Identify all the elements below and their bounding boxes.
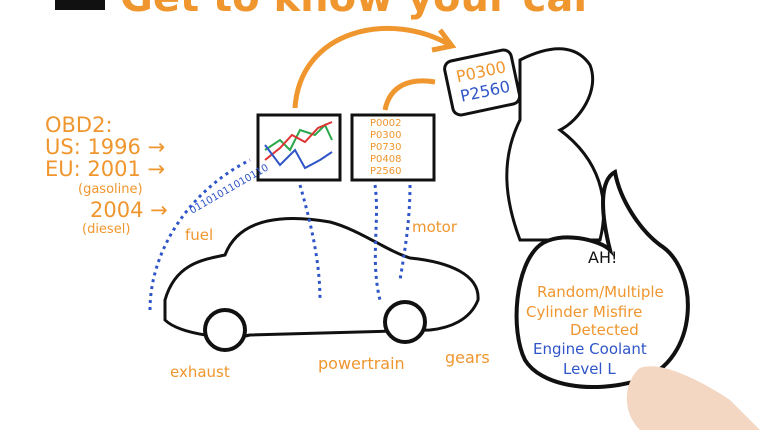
codes-list: P0002 P0300 P0730 P0408 P2560 xyxy=(370,118,401,178)
obd-eu: EU: 2001 → xyxy=(45,157,166,181)
code-item: P2560 xyxy=(370,166,402,177)
codes-monitor xyxy=(350,113,436,182)
label-motor: motor xyxy=(412,218,458,236)
bubble-line-5: Level L xyxy=(563,360,616,378)
arrow-to-scanner xyxy=(292,25,452,109)
rear-wheel xyxy=(203,308,247,352)
code-item: P0002 xyxy=(370,118,402,129)
obd-us: US: 1996 → xyxy=(45,135,166,159)
code-item: P0408 xyxy=(370,154,402,165)
page-title: Get to know your car xyxy=(120,0,593,18)
bubble-line-3: Detected xyxy=(570,321,639,339)
label-gears: gears xyxy=(445,348,490,367)
label-fuel: fuel xyxy=(185,226,214,244)
arrow-codes xyxy=(382,78,436,111)
obd-heading: OBD2: xyxy=(45,113,113,137)
code-item: P0730 xyxy=(370,142,402,153)
code-item: P0300 xyxy=(370,130,402,141)
obd-scanner xyxy=(443,48,522,117)
label-exhaust: exhaust xyxy=(170,363,230,381)
hand-with-marker xyxy=(626,366,760,430)
speech-bubble xyxy=(514,168,690,390)
label-powertrain: powertrain xyxy=(318,354,405,373)
bubble-line-2: Cylinder Misfire xyxy=(526,303,643,321)
mechanic xyxy=(505,47,606,242)
title-dash xyxy=(55,0,105,10)
bubble-line-4: Engine Coolant xyxy=(533,340,647,358)
obd-diesel-year: 2004 → xyxy=(90,198,168,222)
obd-diesel-note: (diesel) xyxy=(82,222,131,237)
bubble-line-1: Random/Multiple xyxy=(537,283,664,301)
bubble-exclaim: AH! xyxy=(588,248,618,267)
obd-eu-note: (gasoline) xyxy=(78,182,143,197)
front-wheel xyxy=(383,300,427,344)
